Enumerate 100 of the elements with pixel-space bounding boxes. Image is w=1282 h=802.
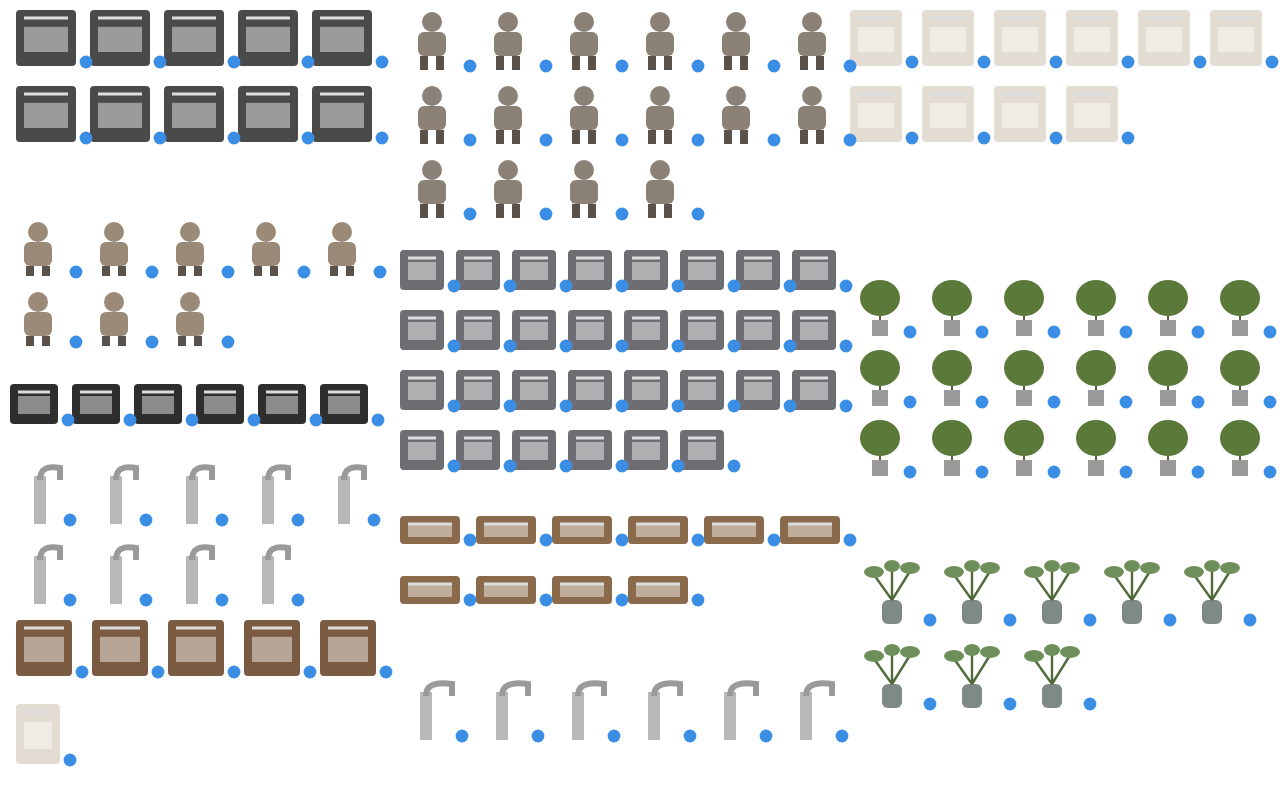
tray-drawing <box>704 516 764 544</box>
potted-plant-drawing <box>1004 350 1044 406</box>
appliance-drawing <box>312 10 372 66</box>
figurine-drawing <box>570 12 598 70</box>
figurine-drawing <box>494 86 522 144</box>
device-drawing <box>624 310 668 350</box>
swatch-drawing <box>258 384 306 424</box>
potted-plant-drawing <box>932 420 972 476</box>
figurine-drawing <box>722 86 750 144</box>
device-drawing <box>736 370 780 410</box>
potted-plant-drawing <box>932 280 972 336</box>
tray-drawing <box>400 516 460 544</box>
figurine-drawing <box>494 160 522 218</box>
device-drawing <box>400 430 444 470</box>
figurine-drawing <box>418 160 446 218</box>
device-drawing <box>400 250 444 290</box>
device-drawing <box>624 430 668 470</box>
faucet-drawing <box>800 680 835 740</box>
tray-drawing <box>552 576 612 604</box>
device-drawing <box>512 310 556 350</box>
swatch-drawing <box>196 384 244 424</box>
panel-drawing <box>1066 86 1118 142</box>
figurine-drawing <box>176 292 204 346</box>
figurine-drawing <box>646 12 674 70</box>
figurine-drawing <box>24 292 52 346</box>
faucet-drawing <box>34 544 63 604</box>
figurine-drawing <box>722 12 750 70</box>
vase-drawing <box>944 644 1000 708</box>
panel-drawing <box>994 86 1046 142</box>
vase-drawing <box>944 560 1000 624</box>
figurine-drawing <box>646 86 674 144</box>
faucet-drawing <box>572 680 607 740</box>
faucet-drawing <box>110 464 139 524</box>
tray-drawing <box>628 576 688 604</box>
device-drawing <box>736 310 780 350</box>
potted-plant-drawing <box>1148 350 1188 406</box>
vase-drawing <box>1104 560 1160 624</box>
potted-plant-drawing <box>1148 280 1188 336</box>
faucet-drawing <box>262 464 291 524</box>
appliance-drawing <box>90 10 150 66</box>
faucet-drawing <box>420 680 455 740</box>
vase-drawing <box>864 644 920 708</box>
appliance-drawing <box>238 86 298 142</box>
potted-plant-drawing <box>1076 280 1116 336</box>
device-drawing <box>680 310 724 350</box>
device-drawing <box>512 370 556 410</box>
device-drawing <box>792 250 836 290</box>
tray-drawing <box>476 516 536 544</box>
panel-drawing <box>922 86 974 142</box>
faucet-drawing <box>186 544 215 604</box>
figurine-drawing <box>798 12 826 70</box>
potted-plant-drawing <box>860 420 900 476</box>
vase-drawing <box>1184 560 1240 624</box>
tray-drawing <box>476 576 536 604</box>
device-drawing <box>568 250 612 290</box>
device-drawing <box>624 370 668 410</box>
figurine-drawing <box>418 12 446 70</box>
faucet-drawing <box>338 464 367 524</box>
device-drawing <box>512 430 556 470</box>
figurine-drawing <box>176 222 204 276</box>
appliance-drawing <box>164 10 224 66</box>
device-drawing <box>568 370 612 410</box>
device-drawing <box>736 250 780 290</box>
device-drawing <box>456 250 500 290</box>
figurine-drawing <box>100 292 128 346</box>
panel-drawing <box>1138 10 1190 66</box>
book-drawing <box>244 620 300 676</box>
figurine-drawing <box>24 222 52 276</box>
device-drawing <box>456 430 500 470</box>
book-drawing <box>92 620 148 676</box>
faucet-drawing <box>496 680 531 740</box>
potted-plant-drawing <box>1220 420 1260 476</box>
book-drawing <box>320 620 376 676</box>
vase-drawing <box>1024 644 1080 708</box>
appliance-drawing <box>16 86 76 142</box>
swatch-drawing <box>10 384 58 424</box>
tray-drawing <box>552 516 612 544</box>
potted-plant-drawing <box>1220 350 1260 406</box>
faucet-drawing <box>724 680 759 740</box>
panel-drawing <box>850 10 902 66</box>
panel-drawing <box>994 10 1046 66</box>
device-drawing <box>456 370 500 410</box>
device-drawing <box>680 430 724 470</box>
potted-plant-drawing <box>1076 420 1116 476</box>
faucet-drawing <box>648 680 683 740</box>
panel-drawing <box>1210 10 1262 66</box>
device-drawing <box>680 370 724 410</box>
faucet-drawing <box>262 544 291 604</box>
panel-drawing <box>850 86 902 142</box>
figurine-drawing <box>494 12 522 70</box>
vase-drawing <box>864 560 920 624</box>
figurine-drawing <box>646 160 674 218</box>
swatch-drawing <box>134 384 182 424</box>
potted-plant-drawing <box>1076 350 1116 406</box>
appliance-drawing <box>16 10 76 66</box>
device-drawing <box>792 370 836 410</box>
potted-plant-drawing <box>1004 420 1044 476</box>
book-drawing <box>168 620 224 676</box>
book-drawing <box>16 620 72 676</box>
panel-drawing <box>1066 10 1118 66</box>
